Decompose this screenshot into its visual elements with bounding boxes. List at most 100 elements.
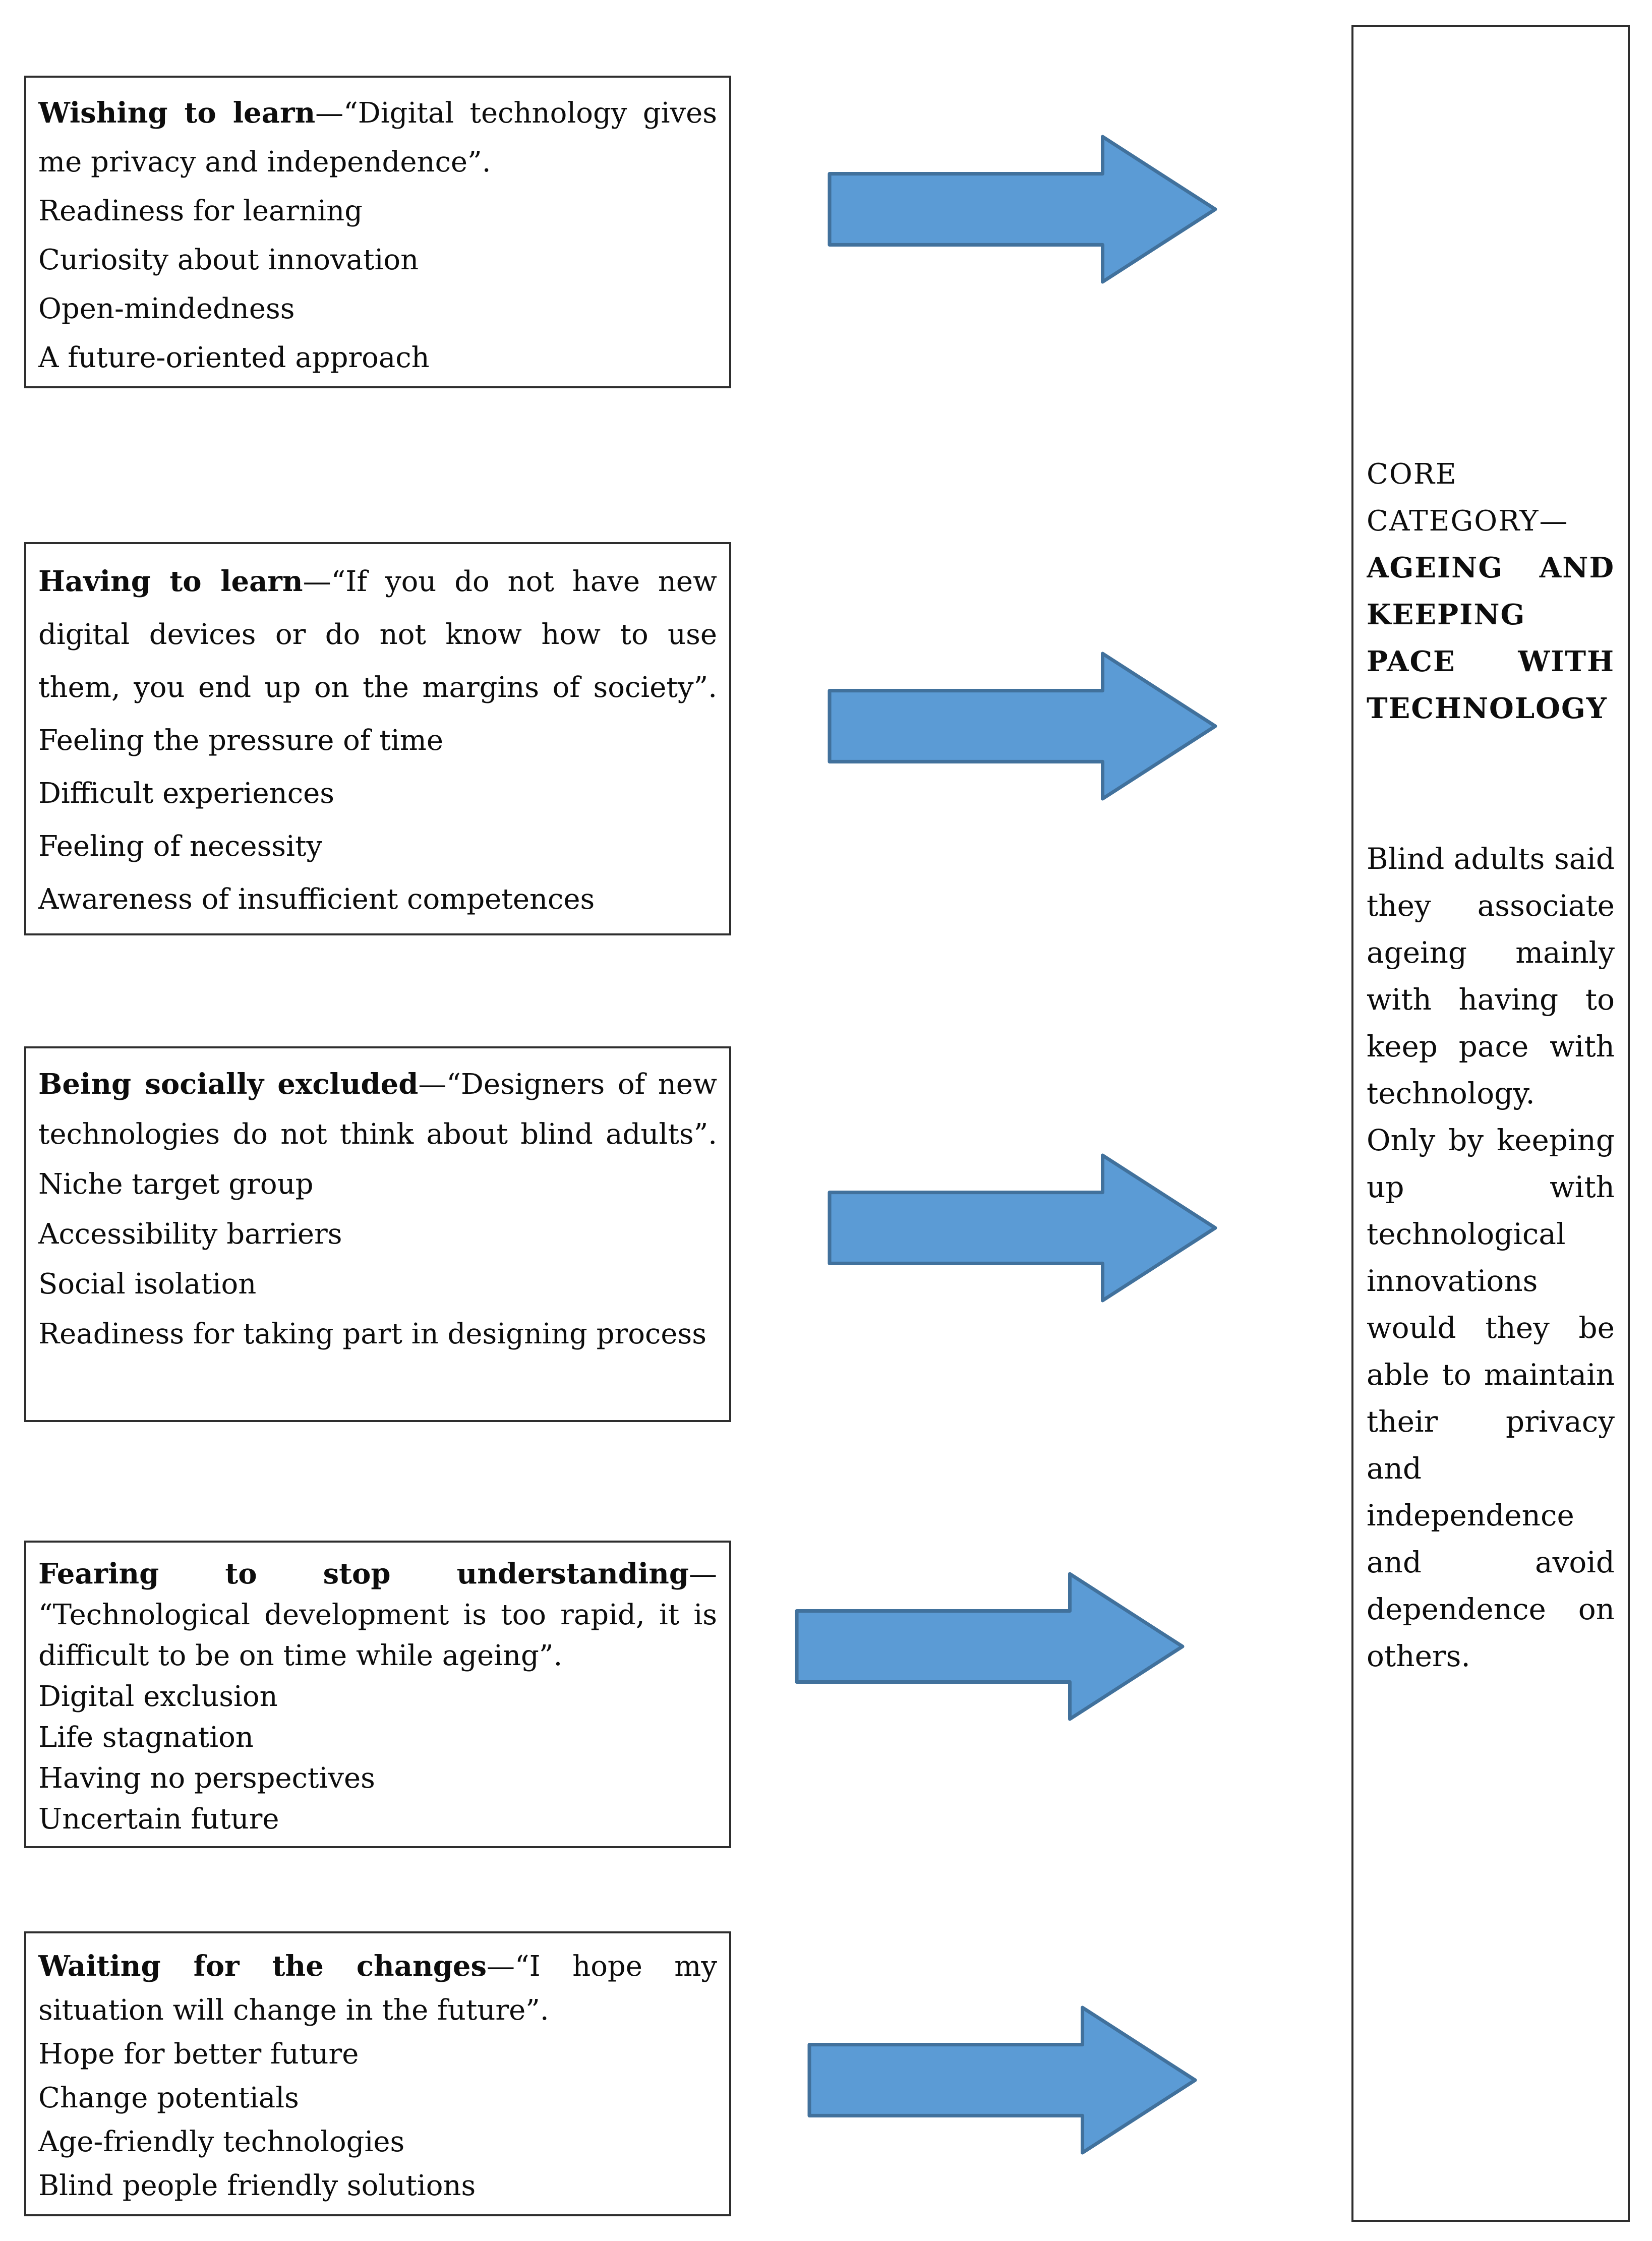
category-label: Fearing to stop understanding xyxy=(38,1557,689,1590)
text-line: digital devices or do not know how to us… xyxy=(38,608,717,661)
category-label: PACE WITH xyxy=(1367,645,1615,678)
text-line: Social isolation xyxy=(38,1259,717,1309)
text-line: Open-mindedness xyxy=(38,284,717,333)
text-segment: Blind people friendly solutions xyxy=(38,2169,476,2202)
text-segment: digital devices or do not know how to us… xyxy=(38,618,717,651)
text-segment: Readiness for taking part in designing p… xyxy=(38,1318,706,1350)
category-label: TECHNOLOGY xyxy=(1367,692,1608,725)
category-label: KEEPING xyxy=(1367,598,1526,631)
text-line: me privacy and independence”. xyxy=(38,138,717,187)
text-line: and xyxy=(1367,1445,1615,1492)
arrow xyxy=(827,134,1218,285)
category-label: Being socially excluded xyxy=(38,1068,419,1101)
text-segment: Accessibility barriers xyxy=(38,1218,342,1251)
text-line: A future-oriented approach xyxy=(38,333,717,382)
right-arrow-icon xyxy=(828,135,1217,284)
text-segment: up with xyxy=(1367,1170,1615,1204)
category-label: Waiting for the changes xyxy=(38,1950,487,1983)
text-line: situation will change in the future”. xyxy=(38,1988,717,2032)
text-segment: A future-oriented approach xyxy=(38,341,430,374)
text-segment: Awareness of insufficient competences xyxy=(38,883,595,916)
arrow xyxy=(827,651,1218,802)
text-segment: their privacy xyxy=(1367,1404,1615,1439)
text-segment: Having no perspectives xyxy=(38,1762,375,1795)
text-segment: technologies do not think about blind ad… xyxy=(38,1118,717,1151)
category-label: Having to learn xyxy=(38,565,303,598)
text-line: they associate xyxy=(1367,882,1615,929)
category-label: AGEING AND xyxy=(1367,551,1615,584)
text-line: Wishing to learn—“Digital technology giv… xyxy=(38,89,717,138)
text-segment: me privacy and independence”. xyxy=(38,146,491,179)
text-line: technology. xyxy=(1367,1070,1615,1117)
text-segment: —“Designers of new xyxy=(418,1068,717,1101)
text-line: Difficult experiences xyxy=(38,767,717,820)
text-segment: and xyxy=(1367,1451,1422,1486)
text-line: and avoid xyxy=(1367,1539,1615,1586)
text-line: able to maintain xyxy=(1367,1351,1615,1398)
text-line: Readiness for taking part in designing p… xyxy=(38,1309,717,1359)
text-line: technologies do not think about blind ad… xyxy=(38,1109,717,1159)
text-line: Awareness of insufficient competences xyxy=(38,873,717,926)
core-category-heading: CORE CATEGORY— AGEING AND KEEPING PACE WITH T… xyxy=(1367,451,1615,732)
text-segment: Open-mindedness xyxy=(38,292,295,325)
text-line: Life stagnation xyxy=(38,1717,717,1758)
text-line: Blind adults said xyxy=(1367,836,1615,882)
arrow xyxy=(827,1152,1218,1304)
text-segment: Feeling the pressure of time xyxy=(38,724,444,757)
text-segment: and avoid xyxy=(1367,1545,1615,1579)
category-label: Wishing to learn xyxy=(38,96,316,130)
category-box-being-socially-excluded: Being socially excluded—“Designers of ne… xyxy=(24,1046,731,1422)
text-segment: them, you end up on the margins of socie… xyxy=(38,671,717,704)
category-box-wishing-to-learn: Wishing to learn—“Digital technology giv… xyxy=(24,76,731,388)
text-line: Age-friendly technologies xyxy=(38,2120,717,2164)
text-segment: Blind adults said xyxy=(1367,842,1615,876)
text-line: Blind people friendly solutions xyxy=(38,2164,717,2208)
text-segment: with having to xyxy=(1367,982,1615,1017)
text-segment: —“If you do not have new xyxy=(303,565,717,598)
text-line: technological xyxy=(1367,1211,1615,1258)
text-line: KEEPING xyxy=(1367,592,1615,638)
text-line: ageing mainly xyxy=(1367,929,1615,976)
text-segment: Life stagnation xyxy=(38,1721,254,1754)
text-line: others. xyxy=(1367,1633,1615,1680)
text-segment: Digital exclusion xyxy=(38,1680,278,1713)
text-line: their privacy xyxy=(1367,1398,1615,1445)
text-segment: Age-friendly technologies xyxy=(38,2126,405,2158)
category-box-fearing-to-stop-understanding: Fearing to stop understanding— “Technolog… xyxy=(24,1541,731,1848)
text-segment: innovations xyxy=(1367,1264,1538,1298)
text-line: independence xyxy=(1367,1492,1615,1539)
text-line: Niche target group xyxy=(38,1159,717,1209)
core-category-panel: CORE CATEGORY— AGEING AND KEEPING PACE WITH T… xyxy=(1351,25,1630,2222)
text-segment: keep pace with xyxy=(1367,1029,1615,1064)
text-segment: CORE xyxy=(1367,458,1457,491)
text-segment: Feeling of necessity xyxy=(38,830,323,863)
text-line: “Technological development is too rapid,… xyxy=(38,1595,717,1635)
text-segment: situation will change in the future”. xyxy=(38,1994,549,2027)
right-arrow-icon xyxy=(795,1572,1185,1721)
text-segment: technology. xyxy=(1367,1076,1535,1110)
text-line: AGEING AND xyxy=(1367,545,1615,592)
text-line: Readiness for learning xyxy=(38,187,717,235)
text-segment: others. xyxy=(1367,1639,1470,1673)
text-segment: CATEGORY— xyxy=(1367,505,1569,538)
text-line: Uncertain future xyxy=(38,1799,717,1840)
text-line: Feeling of necessity xyxy=(38,820,717,873)
text-line: keep pace with xyxy=(1367,1023,1615,1070)
text-line: PACE WITH xyxy=(1367,638,1615,685)
text-segment: able to maintain xyxy=(1367,1358,1615,1392)
text-line: Having to learn—“If you do not have new xyxy=(38,555,717,608)
text-line: would they be xyxy=(1367,1305,1615,1351)
text-segment: technological xyxy=(1367,1217,1566,1251)
text-segment: difficult to be on time while ageing”. xyxy=(38,1639,563,1672)
text-segment: —“Digital technology gives xyxy=(315,97,717,130)
text-segment: Readiness for learning xyxy=(38,195,363,227)
text-segment: Hope for better future xyxy=(38,2038,359,2071)
right-arrow-icon xyxy=(828,652,1217,801)
text-segment: — xyxy=(689,1558,717,1590)
text-segment: dependence on xyxy=(1367,1592,1615,1626)
text-segment: Uncertain future xyxy=(38,1803,279,1836)
text-line: Being socially excluded—“Designers of ne… xyxy=(38,1059,717,1109)
text-segment: Change potentials xyxy=(38,2082,299,2114)
